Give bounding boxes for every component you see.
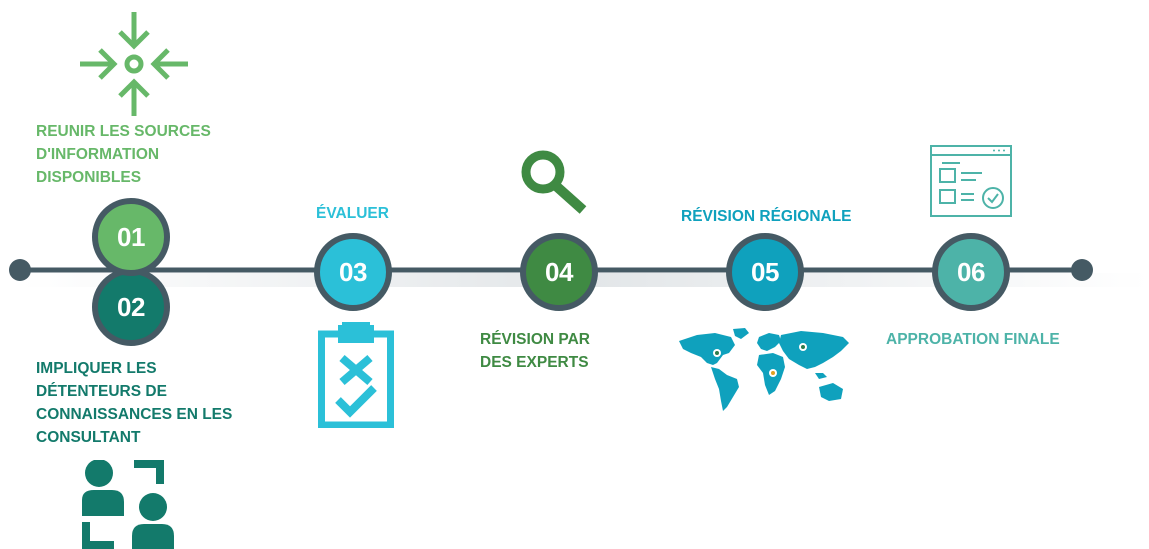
- step-02-number: 02: [117, 291, 145, 322]
- step-05-number: 05: [751, 256, 779, 287]
- magnifier-icon: [521, 150, 587, 214]
- step-03-label: ÉVALUER: [316, 205, 389, 222]
- step-03-node[interactable]: 03: [314, 233, 392, 311]
- step-04-node[interactable]: 04: [520, 233, 598, 311]
- step-02-node[interactable]: 02: [92, 268, 170, 346]
- step-06-label: APPROBATION FINALE: [886, 331, 1060, 348]
- step-04-number: 04: [545, 256, 573, 287]
- step-02-label: IMPLIQUER LES DÉTENTEURS DE CONNAISSANCE…: [36, 360, 233, 446]
- clipboard-check-icon: [318, 322, 394, 428]
- step-05-label: RÉVISION RÉGIONALE: [681, 208, 852, 225]
- step-01-label: REUNIR LES SOURCES D'INFORMATION DISPONI…: [36, 123, 211, 186]
- step-05-node[interactable]: 05: [726, 233, 804, 311]
- world-map-icon: [679, 328, 849, 411]
- step-06-number: 06: [957, 256, 985, 287]
- step-01-number: 01: [117, 221, 145, 252]
- people-group-icon: [82, 460, 174, 549]
- step-03-number: 03: [339, 256, 367, 287]
- step-04-label: RÉVISION PAR DES EXPERTS: [480, 331, 590, 371]
- converge-arrows-icon: [80, 12, 188, 116]
- step-06-node[interactable]: 06: [932, 233, 1010, 311]
- timeline-start-dot: [9, 259, 31, 281]
- step-01-node[interactable]: 01: [92, 198, 170, 276]
- checklist-window-icon: [930, 145, 1012, 217]
- timeline-end-dot: [1071, 259, 1093, 281]
